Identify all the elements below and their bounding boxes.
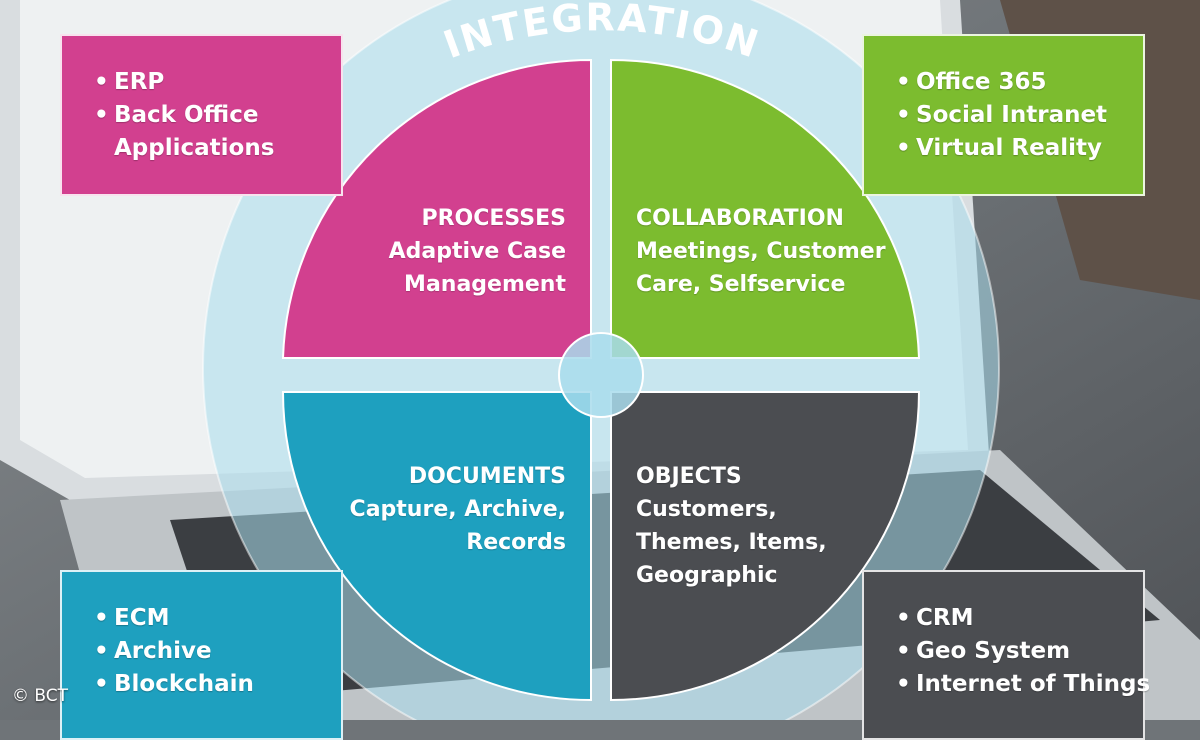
top-right-item: Virtual Reality: [896, 132, 1143, 165]
processes-quadrant: [281, 58, 592, 359]
documents-line-2: Records: [466, 530, 566, 555]
bottom-right-item: CRM: [896, 602, 1143, 635]
bottom-right-item: Internet of Things: [896, 668, 1150, 701]
copyright-text: © BCT: [12, 686, 69, 706]
objects-quadrant: [610, 391, 921, 702]
top-right-item: Social Intranet: [896, 99, 1143, 132]
processes-line-1: Adaptive Case: [388, 239, 566, 264]
processes-line-2: Management: [404, 272, 566, 297]
processes-label: PROCESSES Adaptive Case Management: [389, 202, 566, 301]
bottom-left-item: ECM: [94, 602, 341, 635]
processes-title: PROCESSES: [421, 206, 566, 231]
objects-line-1: Customers,: [636, 497, 777, 522]
top-left-item: ERP: [94, 66, 341, 99]
top-left-item-continuation: Applications: [114, 135, 275, 161]
top-left-item-text: Back Office: [114, 102, 259, 128]
documents-label: DOCUMENTS Capture, Archive, Records: [350, 460, 566, 559]
collaboration-quadrant: [610, 58, 921, 359]
collaboration-line-1: Meetings, Customer: [636, 239, 886, 264]
center-hub: [558, 332, 644, 418]
documents-line-1: Capture, Archive,: [349, 497, 566, 522]
bottom-left-box: ECM Archive Blockchain: [60, 570, 343, 740]
documents-quadrant: [281, 391, 592, 702]
collaboration-title: COLLABORATION: [636, 206, 844, 231]
bottom-left-item: Archive: [94, 635, 341, 668]
collaboration-label: COLLABORATION Meetings, Customer Care, S…: [636, 202, 886, 301]
collaboration-line-2: Care, Selfservice: [636, 272, 846, 297]
top-right-box: Office 365 Social Intranet Virtual Reali…: [862, 34, 1145, 196]
objects-label: OBJECTS Customers, Themes, Items, Geogra…: [636, 460, 827, 592]
objects-line-2: Themes, Items,: [636, 530, 827, 555]
bottom-right-item: Geo System: [896, 635, 1143, 668]
bottom-right-box: CRM Geo System Internet of Things: [862, 570, 1150, 740]
objects-title: OBJECTS: [636, 464, 742, 489]
bottom-left-item: Blockchain: [94, 668, 341, 701]
objects-line-3: Geographic: [636, 563, 778, 588]
top-right-item: Office 365: [896, 66, 1143, 99]
documents-title: DOCUMENTS: [408, 464, 566, 489]
